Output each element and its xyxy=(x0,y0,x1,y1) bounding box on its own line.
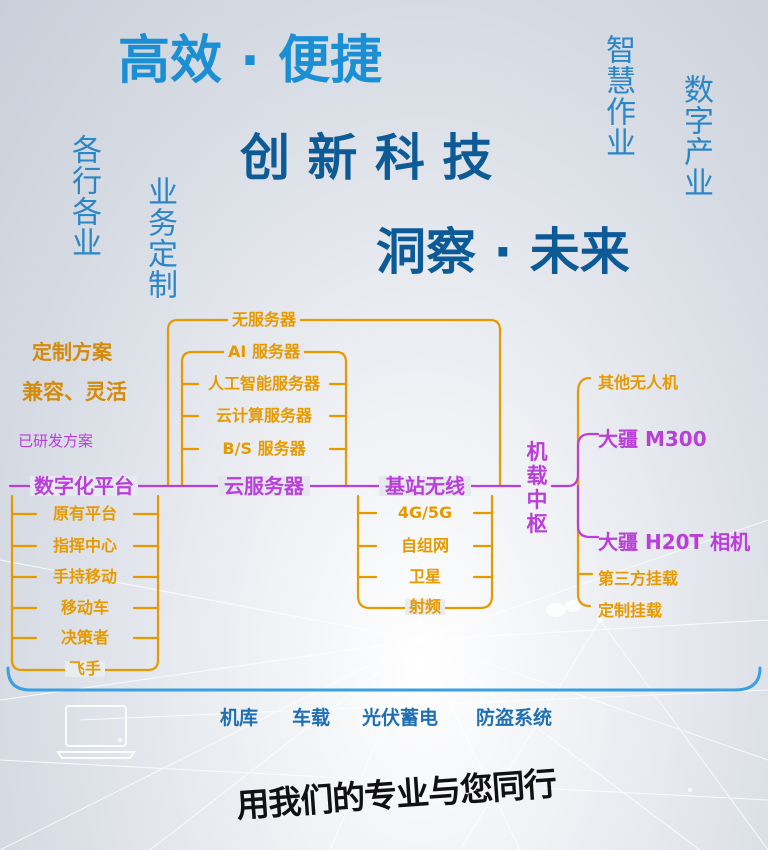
server-serverless: 无服务器 xyxy=(227,312,301,328)
platform-title: 数字化平台 xyxy=(30,476,138,496)
server-cloud-compute: 云计算服务器 xyxy=(215,406,313,425)
drone-custom-mount: 定制挂载 xyxy=(598,601,663,620)
vertical-label-all-industries: 各行各业 xyxy=(66,134,101,258)
chat-bubble-icon xyxy=(546,600,581,617)
platform-item: 原有平台 xyxy=(52,504,118,523)
slogan-line-3: 洞察 · 未来 xyxy=(376,223,630,281)
note-custom-solution: 定制方案 xyxy=(32,340,112,364)
server-cloud: 云服务器 xyxy=(218,476,310,496)
platform-item: 指挥中心 xyxy=(52,536,118,555)
laptop-icon xyxy=(56,705,136,759)
hub-label: 机载中枢 xyxy=(526,440,548,536)
drone-other: 其他无人机 xyxy=(598,373,679,392)
vertical-label-smart-ops: 智慧作业 xyxy=(600,34,635,158)
drone-third-party: 第三方挂载 xyxy=(598,569,679,588)
base-item-hangar: 机库 xyxy=(220,707,259,729)
drone-m300: 大疆 M300 xyxy=(598,427,707,451)
network-item: 4G/5G xyxy=(397,503,453,522)
server-ai: AI 服务器 xyxy=(224,344,304,360)
drone-h20t: 大疆 H20T 相机 xyxy=(598,530,751,554)
network-item: 射频 xyxy=(404,599,446,615)
slogan-line-1: 高效 · 便捷 xyxy=(118,31,382,91)
platform-item: 决策者 xyxy=(60,628,110,647)
vertical-label-custom-business: 业务定制 xyxy=(142,176,177,300)
network-title: 基站无线 xyxy=(379,476,471,496)
base-item-vehicle: 车载 xyxy=(292,707,331,729)
base-item-anti-theft: 防盗系统 xyxy=(476,707,553,729)
vertical-label-digital-industry: 数字产业 xyxy=(678,74,713,198)
server-bs: B/S 服务器 xyxy=(222,439,306,458)
note-compatible-flexible: 兼容、灵活 xyxy=(22,380,127,404)
network-item: 自组网 xyxy=(400,536,450,555)
platform-item: 飞手 xyxy=(64,661,106,677)
network-item: 卫星 xyxy=(408,567,442,586)
slogan-line-2: 创 新 科 技 xyxy=(240,129,493,187)
base-item-solar-battery: 光伏蓄电 xyxy=(362,707,439,729)
platform-item: 移动车 xyxy=(60,598,110,617)
note-developed-solutions: 已研发方案 xyxy=(18,432,94,450)
server-ai-cn: 人工智能服务器 xyxy=(207,374,321,393)
platform-item: 手持移动 xyxy=(52,567,118,586)
